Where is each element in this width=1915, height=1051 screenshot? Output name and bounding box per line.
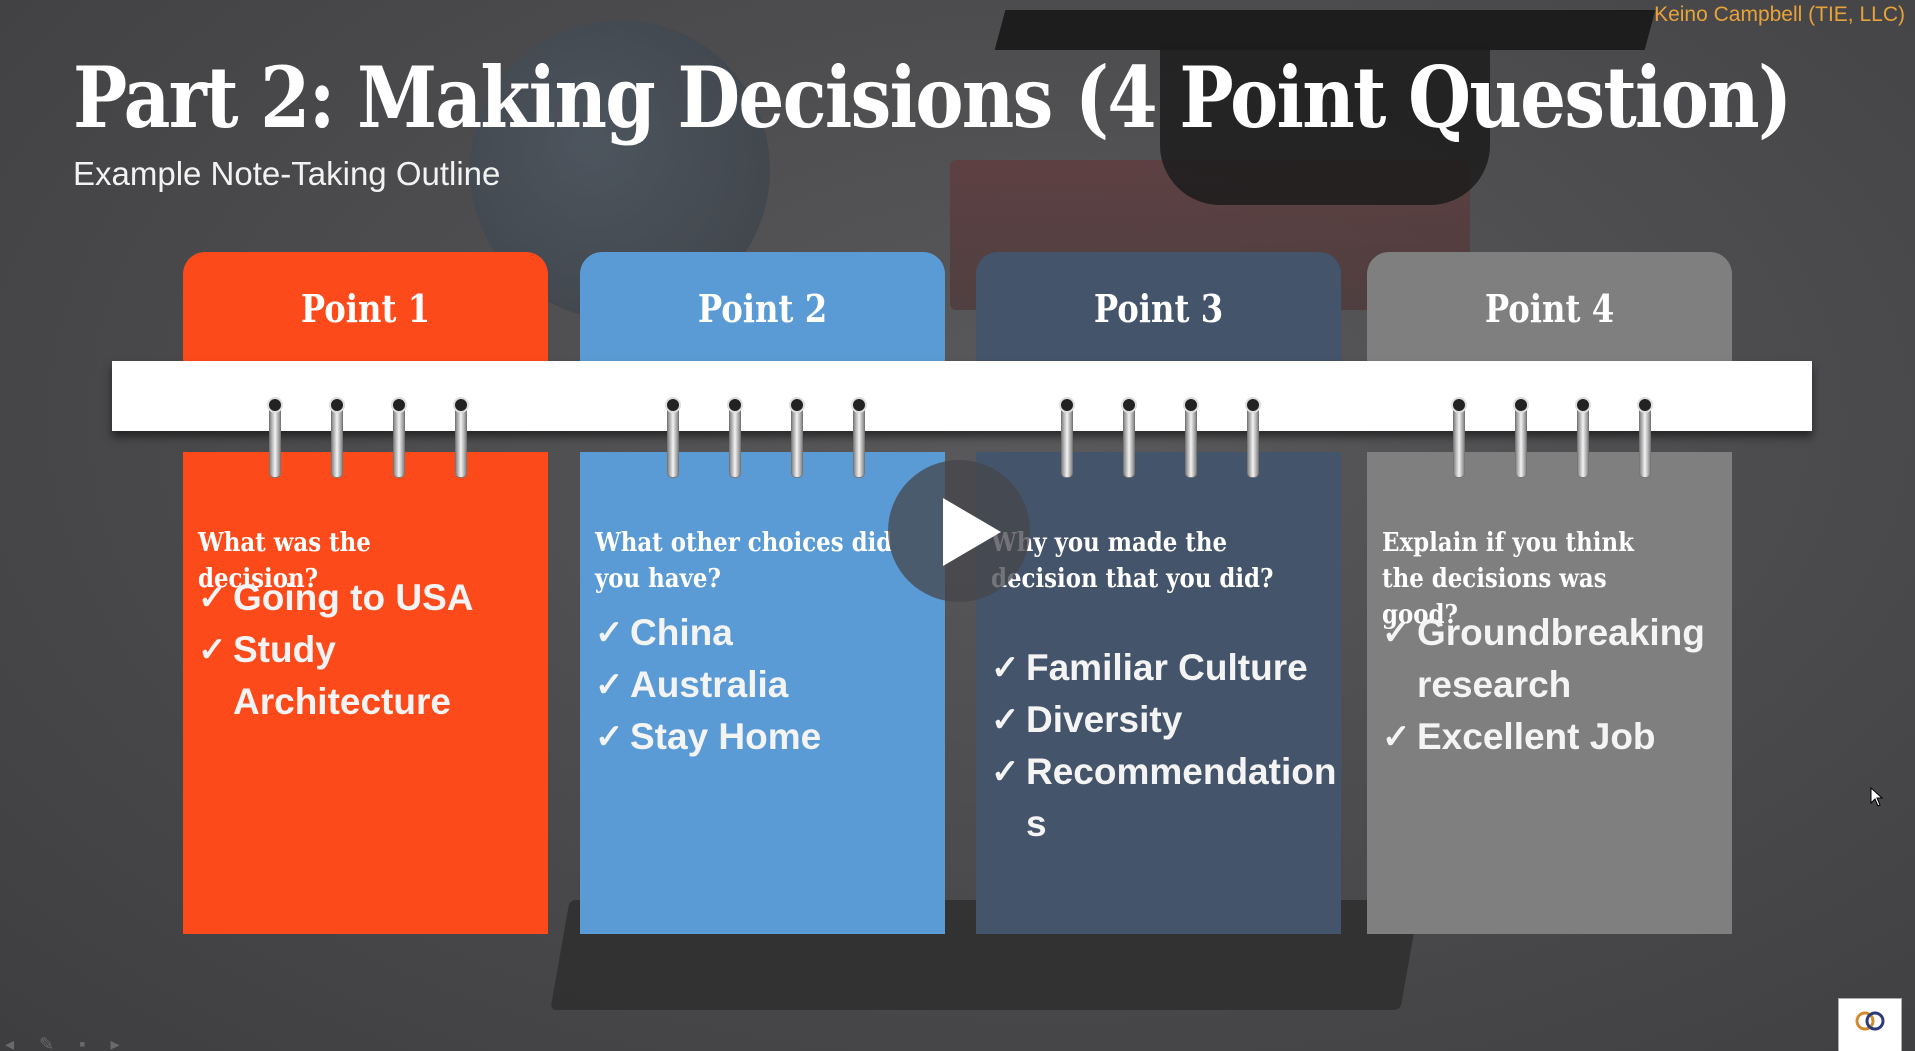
list-item: ✓Study Architecture — [198, 624, 548, 728]
check-icon: ✓ — [198, 579, 227, 617]
list-item: ✓Going to USA — [198, 572, 548, 624]
list-item: ✓Groundbreaking research — [1382, 607, 1732, 711]
spiral-ring-icon — [453, 397, 469, 478]
binding-strip — [112, 361, 1812, 431]
company-logo — [1838, 998, 1902, 1051]
author-watermark: Keino Campbell (TIE, LLC) — [1654, 3, 1905, 26]
spiral-ring-icon — [789, 397, 805, 478]
point-2-label: Point 2 — [697, 286, 828, 331]
point-2-card: What other choices did you have? ✓China … — [580, 452, 945, 934]
slide-subtitle: Example Note-Taking Outline — [73, 155, 501, 192]
list-item: ✓Australia — [595, 659, 945, 711]
check-icon: ✓ — [198, 631, 227, 669]
point-1-tab: Point 1 — [183, 252, 548, 362]
point-3-list: ✓Familiar Culture ✓Diversity ✓Recommenda… — [991, 642, 1341, 850]
check-icon: ✓ — [991, 753, 1020, 791]
check-icon: ✓ — [1382, 718, 1411, 756]
graduation-cap-base-image — [1160, 45, 1490, 205]
spiral-ring-icon — [1121, 397, 1137, 478]
point-4-question: Explain if you think the decisions was g… — [1382, 528, 1634, 630]
logo-icon — [1855, 1011, 1885, 1031]
check-icon: ✓ — [595, 614, 624, 652]
point-2-question: What other choices did you have? — [595, 528, 893, 594]
point-3-card: Why you made the decision that you did? … — [976, 452, 1341, 934]
spiral-ring-icon — [391, 397, 407, 478]
check-icon: ✓ — [1382, 614, 1411, 652]
spiral-ring-icon — [1245, 397, 1261, 478]
point-3-label: Point 3 — [1093, 286, 1224, 331]
point-3-tab: Point 3 — [976, 252, 1341, 362]
point-1-card: What was the decision? ✓Going to USA ✓St… — [183, 452, 548, 934]
spiral-ring-icon — [1513, 397, 1529, 478]
play-button[interactable] — [888, 460, 1030, 602]
list-item: ✓Diversity — [991, 694, 1341, 746]
spiral-ring-icon — [851, 397, 867, 478]
check-icon: ✓ — [991, 701, 1020, 739]
list-item: ✓Excellent Job — [1382, 711, 1732, 763]
list-item: ✓Recommendations — [991, 746, 1341, 850]
point-3-question: Why you made the decision that you did? — [991, 528, 1274, 594]
list-item: ✓China — [595, 607, 945, 659]
point-1-list: ✓Going to USA ✓Study Architecture — [198, 572, 548, 728]
graduation-cap-image — [994, 10, 1656, 50]
point-4-label: Point 4 — [1484, 286, 1615, 331]
spiral-ring-icon — [1059, 397, 1075, 478]
list-item: ✓Stay Home — [595, 711, 945, 763]
point-4-card: Explain if you think the decisions was g… — [1367, 452, 1732, 934]
point-1-label: Point 1 — [300, 286, 431, 331]
spiral-ring-icon — [267, 397, 283, 478]
check-icon: ✓ — [991, 649, 1020, 687]
point-1-question: What was the decision? — [198, 528, 371, 594]
check-icon: ✓ — [595, 666, 624, 704]
spiral-ring-icon — [1637, 397, 1653, 478]
spiral-ring-icon — [1575, 397, 1591, 478]
check-icon: ✓ — [595, 718, 624, 756]
point-4-tab: Point 4 — [1367, 252, 1732, 362]
point-2-list: ✓China ✓Australia ✓Stay Home — [595, 607, 945, 763]
spiral-ring-icon — [1183, 397, 1199, 478]
slide-title: Part 2: Making Decisions (4 Point Questi… — [73, 48, 1792, 147]
spiral-ring-icon — [665, 397, 681, 478]
slide-nav-icons[interactable]: ◂ ✎ ▪ ▸ — [5, 1034, 130, 1051]
mouse-cursor-icon — [1870, 787, 1884, 807]
list-item: ✓Familiar Culture — [991, 642, 1341, 694]
spiral-ring-icon — [1451, 397, 1467, 478]
point-4-list: ✓Groundbreaking research ✓Excellent Job — [1382, 607, 1732, 763]
spiral-ring-icon — [727, 397, 743, 478]
spiral-ring-icon — [329, 397, 345, 478]
point-2-tab: Point 2 — [580, 252, 945, 362]
